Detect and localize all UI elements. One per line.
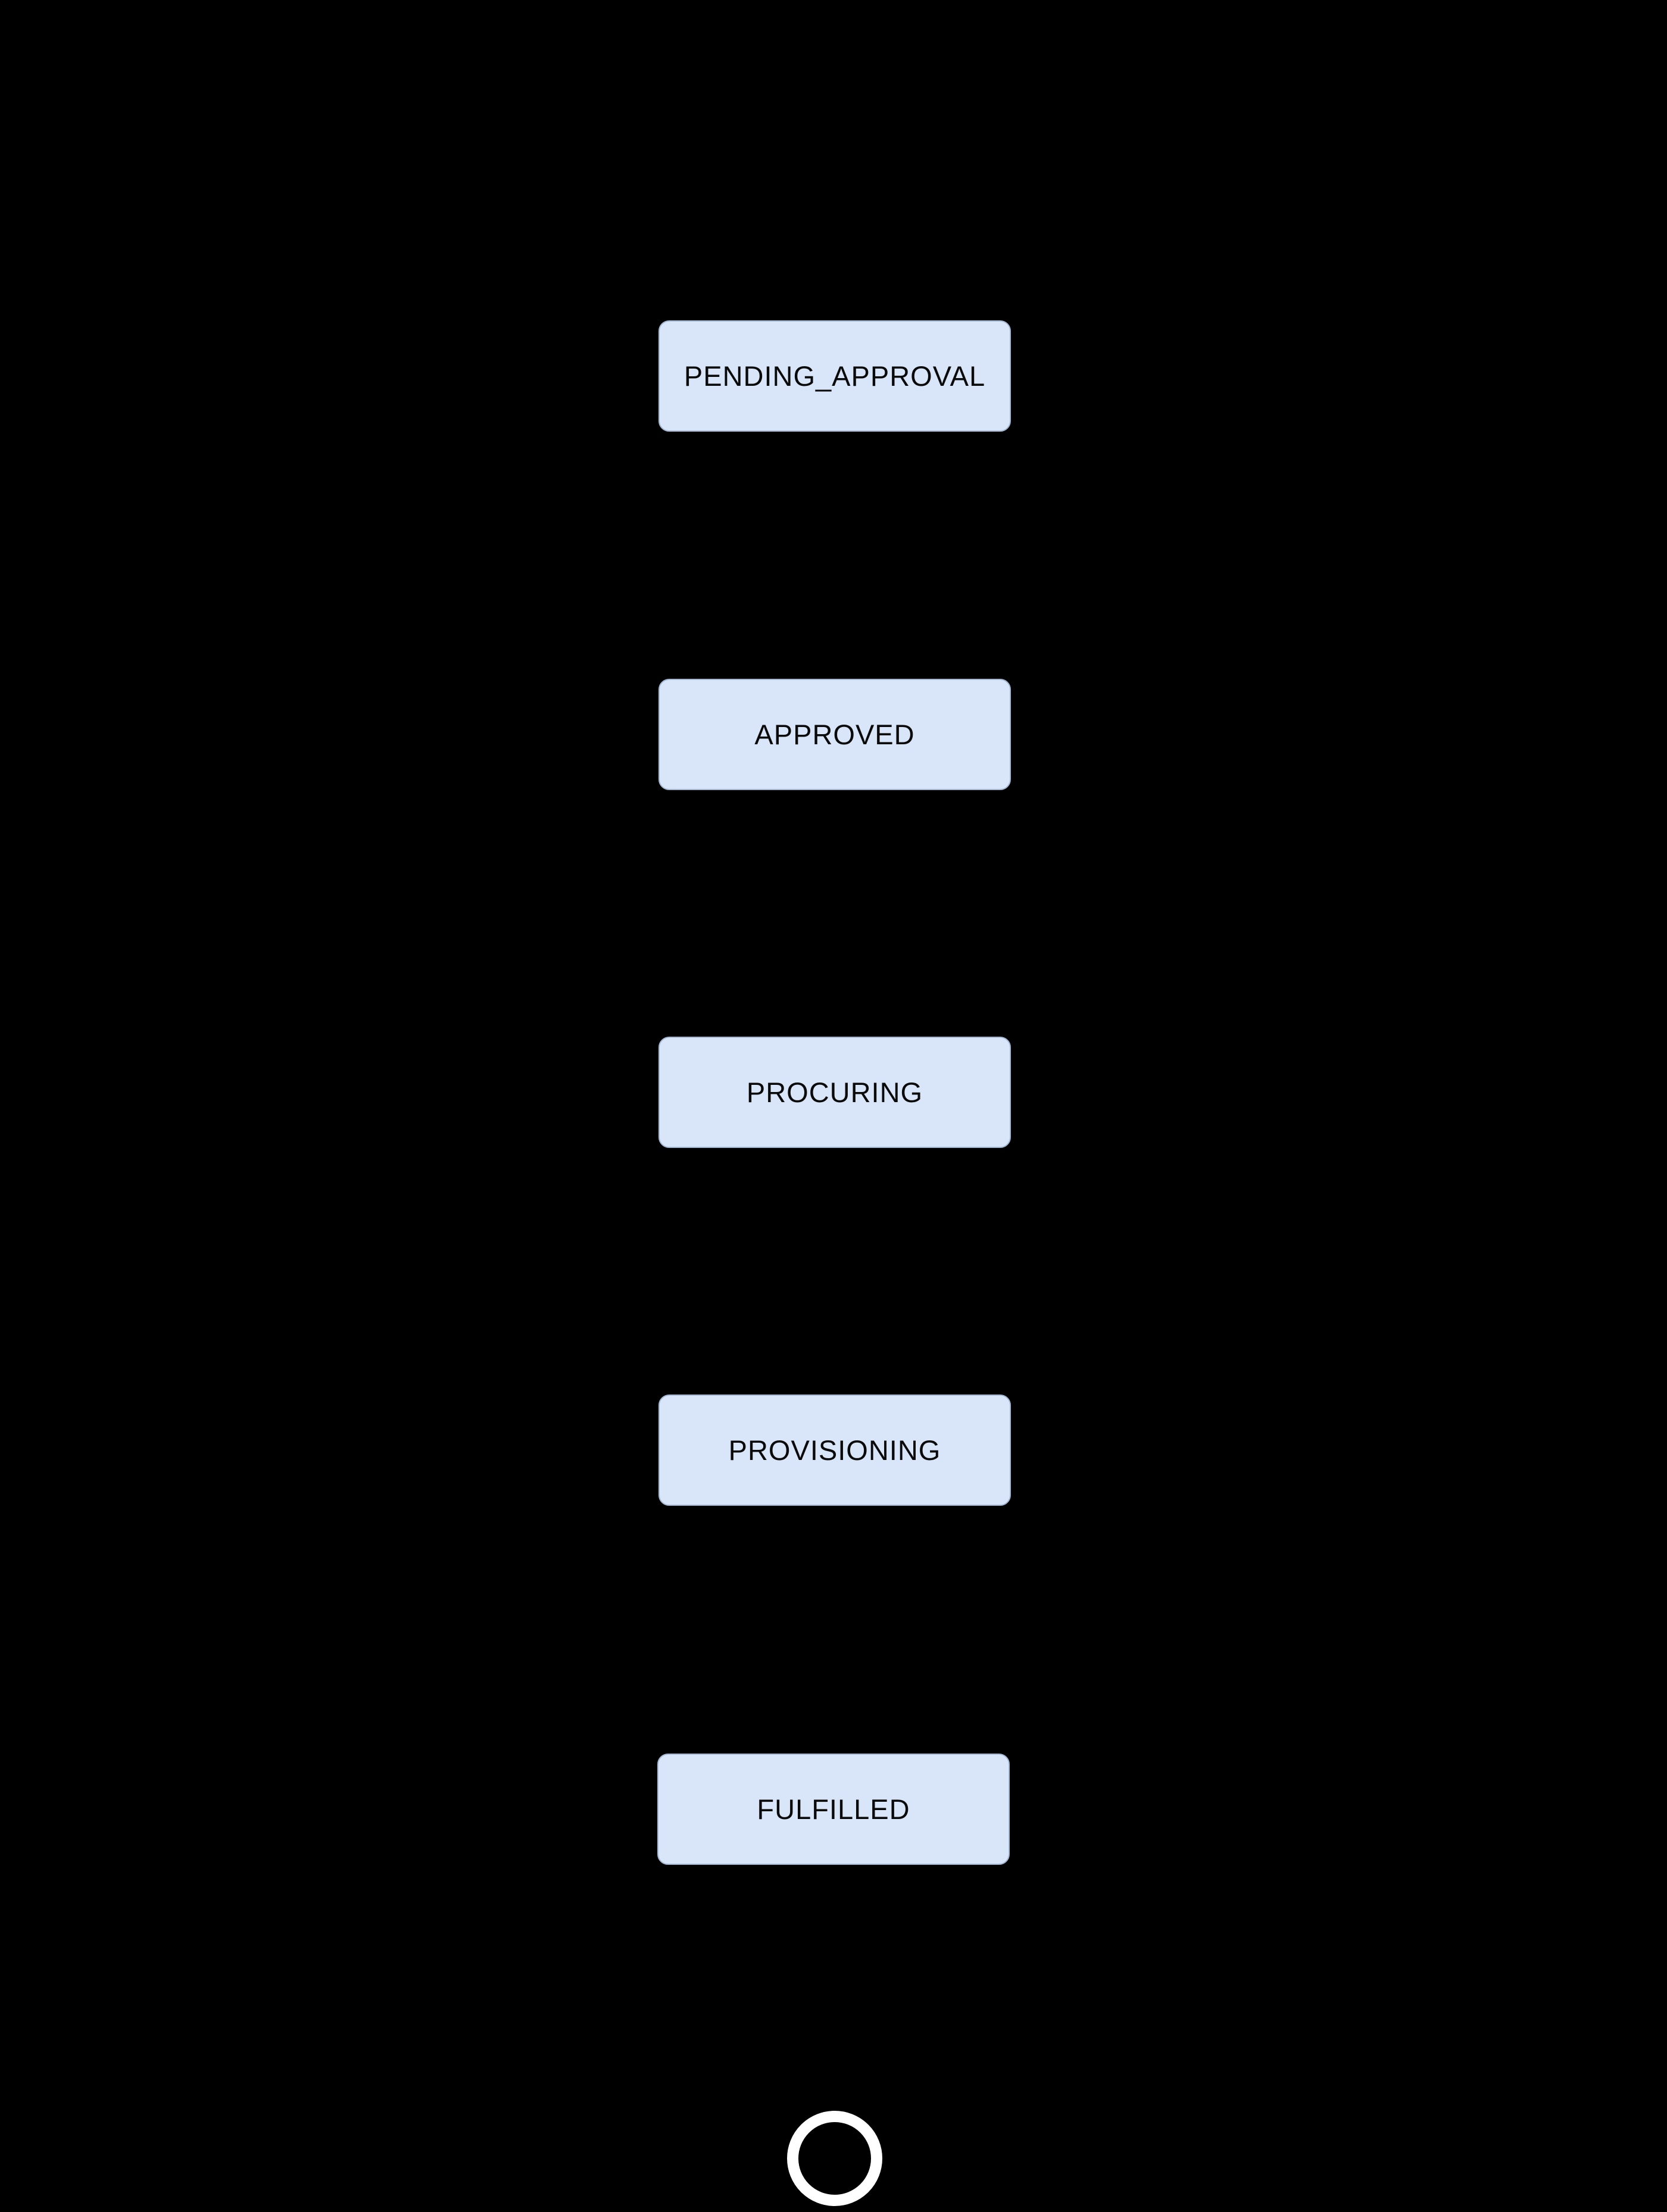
state-node-provisioning: PROVISIONING <box>658 1394 1011 1506</box>
state-node-pending-approval: PENDING_APPROVAL <box>658 320 1011 432</box>
final-state-icon <box>787 2111 882 2206</box>
state-node-label: PENDING_APPROVAL <box>683 360 986 392</box>
state-node-approved: APPROVED <box>658 679 1011 790</box>
state-node-label: APPROVED <box>754 719 915 750</box>
state-node-label: FULFILLED <box>757 1793 910 1825</box>
state-node-procuring: PROCURING <box>658 1037 1011 1148</box>
state-node-label: PROVISIONING <box>728 1434 941 1466</box>
state-node-fulfilled: FULFILLED <box>657 1754 1010 1865</box>
state-node-label: PROCURING <box>746 1077 923 1108</box>
